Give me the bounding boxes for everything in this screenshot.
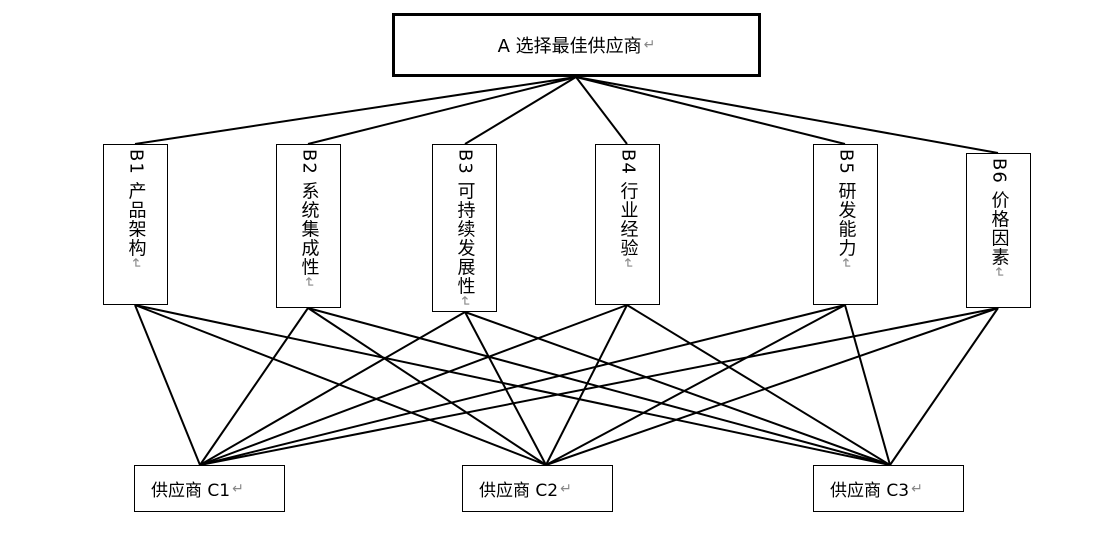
paragraph-mark-icon: ↵	[232, 480, 244, 497]
paragraph-mark-icon: ↵	[560, 480, 572, 497]
criterion-label-b5: B5 研发能力	[835, 149, 857, 258]
goal-to-criterion-2-connector	[307, 76, 577, 145]
goal-to-criterion-3-connector	[464, 76, 577, 145]
paragraph-mark-icon: ↵	[127, 257, 144, 271]
goal-to-criterion-5-connector	[575, 76, 846, 145]
criterion-1-to-alternative-3-connector	[134, 304, 891, 466]
alternative-label-c3: 供应商 C3	[830, 481, 910, 501]
criterion-1-to-alternative-1-connector	[134, 304, 201, 466]
criterion-label-b6: B6 价格因素	[988, 158, 1010, 267]
alternative-box-c2: 供应商 C2↵	[462, 465, 613, 512]
criterion-box-b5: B5 研发能力↵	[813, 144, 878, 305]
alternative-label-c1: 供应商 C1	[151, 481, 231, 501]
alternative-label-c2: 供应商 C2	[479, 481, 559, 501]
paragraph-mark-icon: ↵	[990, 266, 1007, 280]
criterion-2-to-alternative-1-connector	[199, 307, 309, 466]
criterion-6-to-alternative-2-connector	[545, 307, 999, 466]
criterion-6-to-alternative-1-connector	[199, 307, 999, 466]
criterion-5-to-alternative-1-connector	[199, 304, 846, 466]
criterion-label-b1: B1 产品架构	[125, 149, 147, 258]
criterion-4-to-alternative-3-connector	[626, 304, 891, 466]
paragraph-mark-icon: ↵	[456, 295, 473, 309]
criterion-box-b3: B3 可持续发展性↵	[432, 144, 497, 312]
criterion-3-to-alternative-1-connector	[199, 311, 466, 466]
criterion-label-b4: B4 行业经验	[617, 149, 639, 258]
goal-box: A 选择最佳供应商↵	[392, 13, 761, 77]
criterion-box-b4: B4 行业经验↵	[595, 144, 660, 305]
paragraph-mark-icon: ↵	[619, 257, 636, 271]
goal-to-criterion-1-connector	[134, 76, 577, 145]
criterion-6-to-alternative-3-connector	[889, 307, 999, 466]
goal-to-criterion-4-connector	[575, 76, 628, 145]
paragraph-mark-icon: ↵	[837, 257, 854, 271]
paragraph-mark-icon: ↵	[911, 480, 923, 497]
criterion-box-b2: B2 系统集成性↵	[276, 144, 341, 308]
paragraph-mark-icon: ↵	[300, 276, 317, 290]
criterion-label-b3: B3 可持续发展性	[454, 149, 476, 296]
criterion-3-to-alternative-3-connector	[464, 311, 891, 466]
criterion-box-b6: B6 价格因素↵	[966, 153, 1031, 308]
criterion-5-to-alternative-2-connector	[545, 304, 846, 466]
alternative-box-c3: 供应商 C3↵	[813, 465, 964, 512]
criterion-box-b1: B1 产品架构↵	[103, 144, 168, 305]
alternative-box-c1: 供应商 C1↵	[134, 465, 285, 512]
criterion-2-to-alternative-2-connector	[307, 307, 547, 466]
criterion-5-to-alternative-3-connector	[844, 304, 891, 466]
goal-label: A 选择最佳供应商	[497, 36, 642, 57]
criterion-4-to-alternative-1-connector	[199, 304, 628, 466]
goal-to-criterion-6-connector	[575, 76, 999, 154]
criterion-4-to-alternative-2-connector	[545, 304, 628, 466]
paragraph-mark-icon: ↵	[643, 37, 656, 53]
criterion-label-b2: B2 系统集成性	[298, 149, 320, 277]
